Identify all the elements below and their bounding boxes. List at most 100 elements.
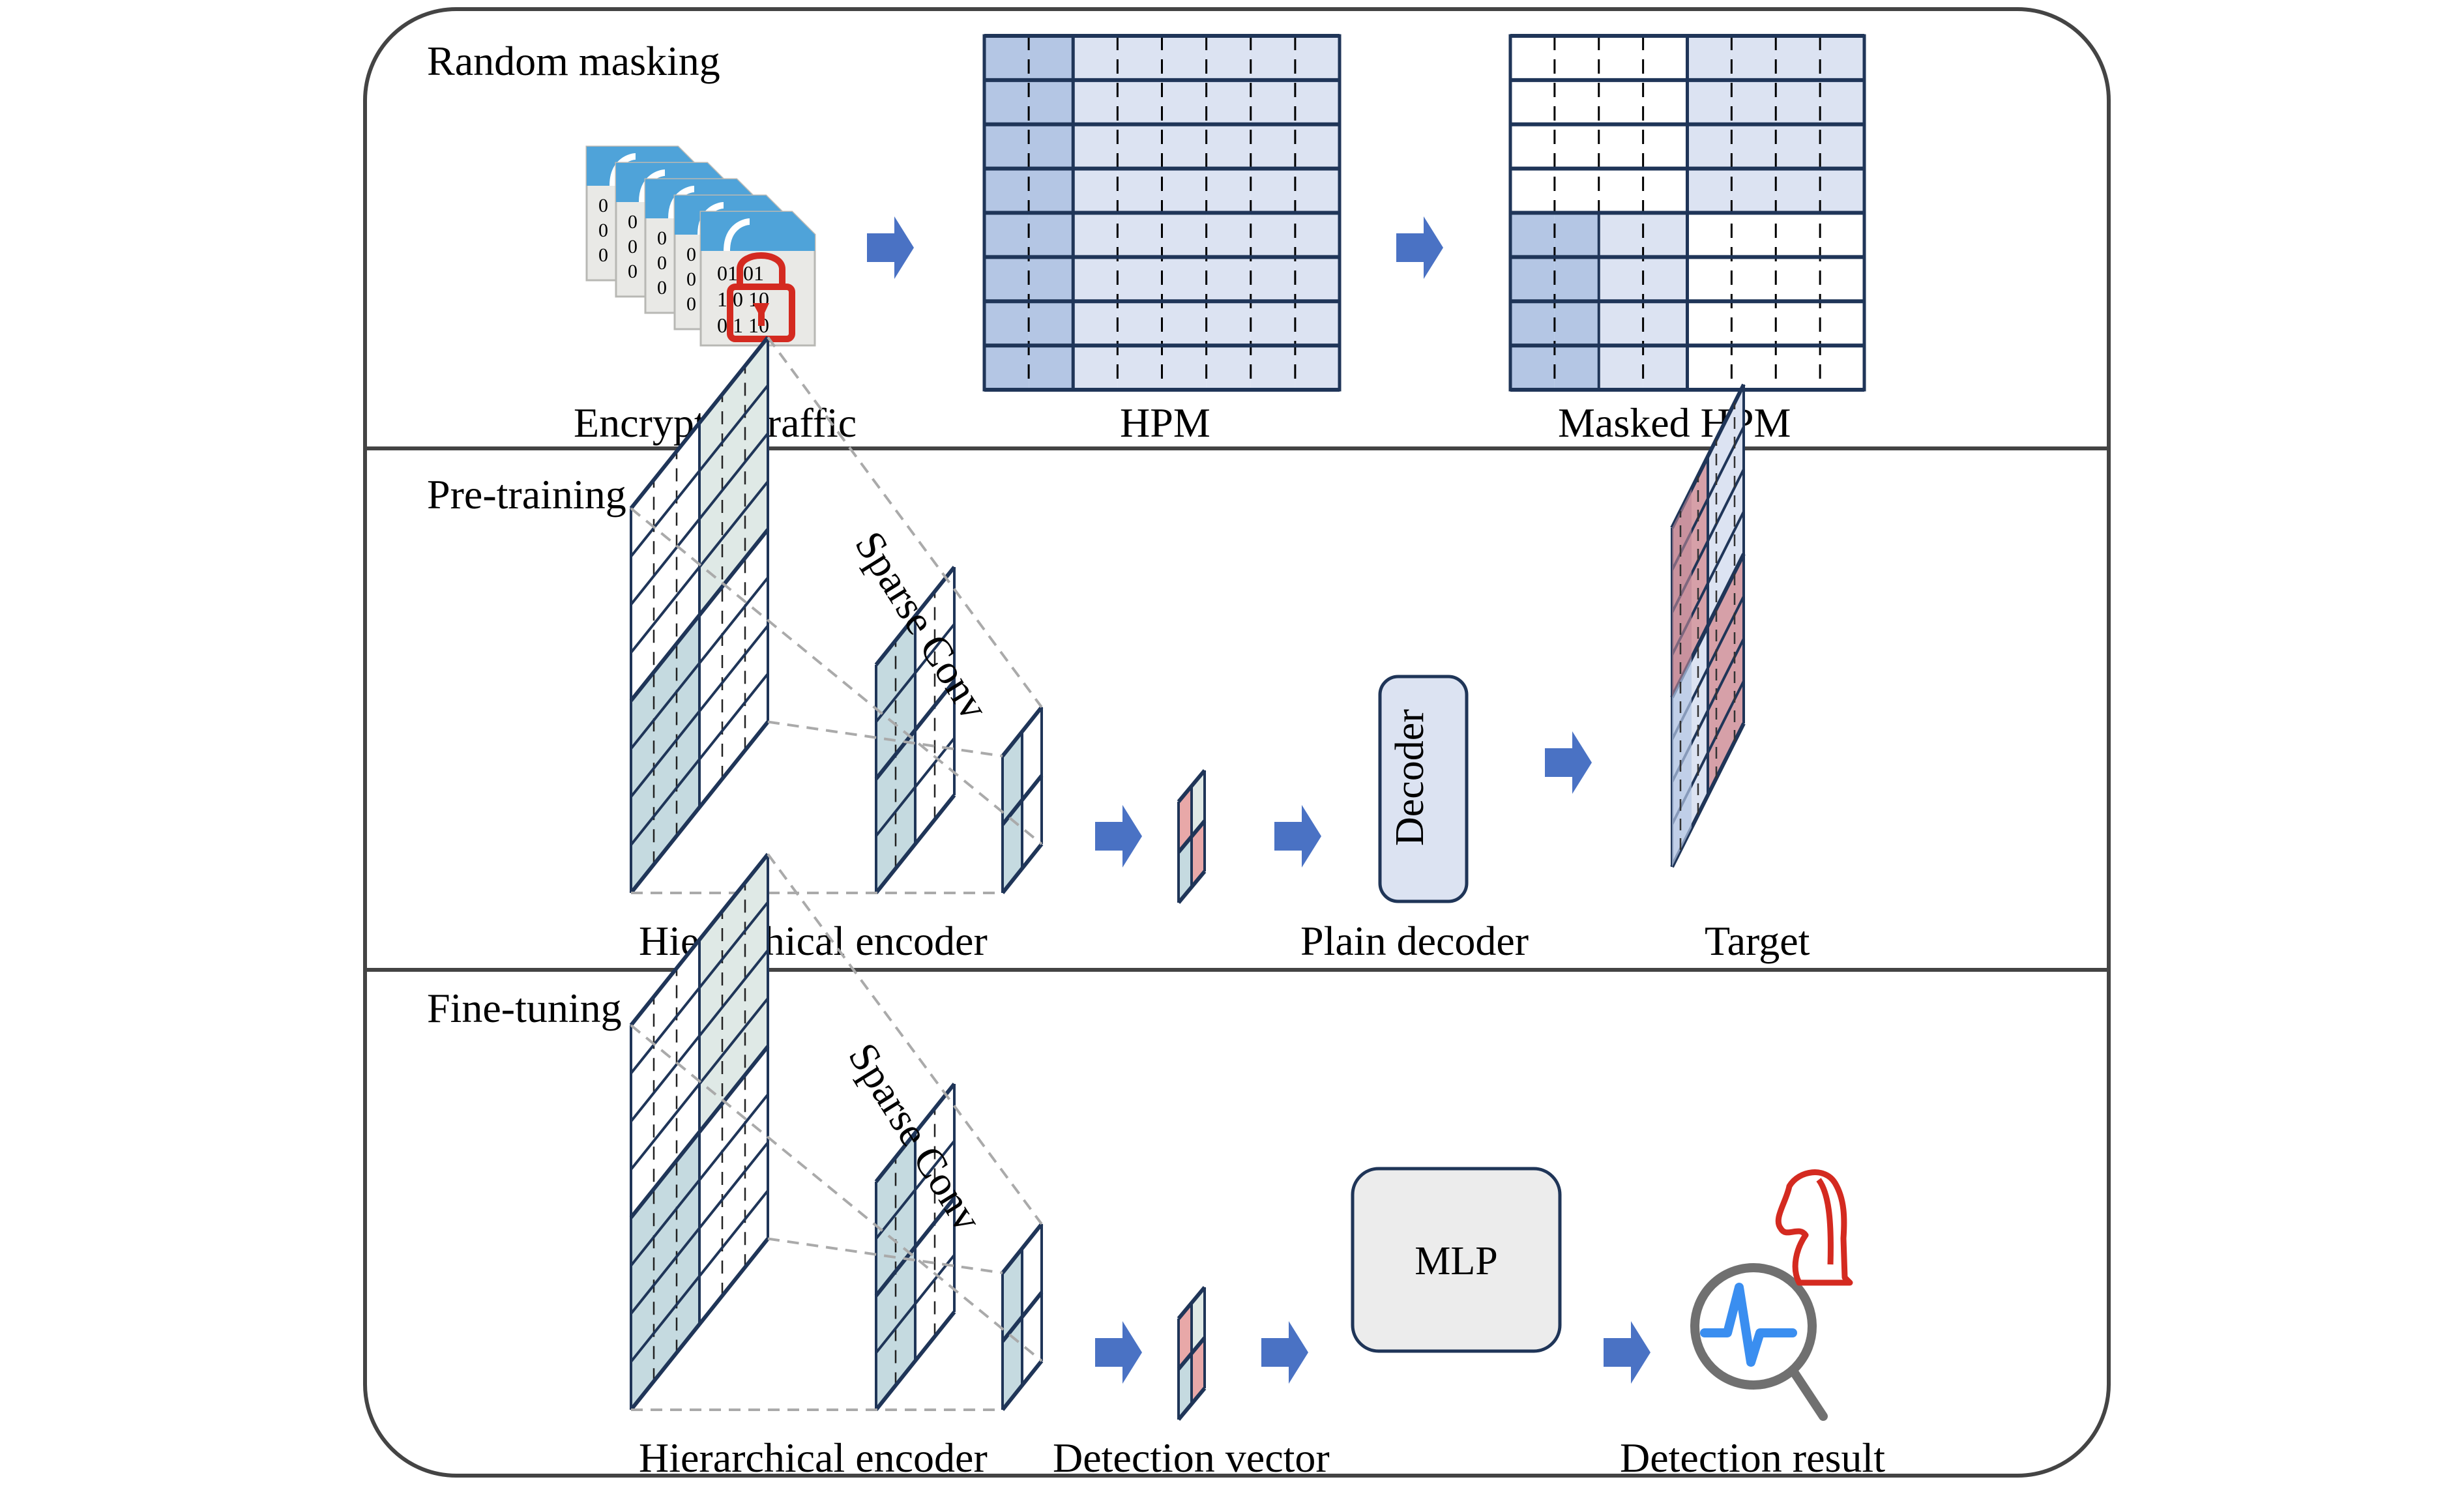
projection-line: [767, 1237, 1003, 1274]
row-line: [630, 997, 769, 1171]
matrix-cell: [699, 1046, 768, 1180]
mlp-box[interactable]: [1351, 1167, 1562, 1353]
masked-hpm-matrix: [1508, 34, 1866, 392]
matrix-cell: [1206, 80, 1251, 124]
row-line: [1177, 1286, 1207, 1320]
row-line: [630, 577, 769, 750]
matrix-cell: [1179, 1303, 1192, 1369]
row-line: [874, 794, 956, 894]
matrix-cell: [1708, 596, 1744, 710]
matrix-cell: [1029, 80, 1074, 124]
arrow-shape: [1261, 1321, 1308, 1384]
row-line: [1001, 1223, 1044, 1274]
matrix-cell: [699, 673, 768, 808]
matrix-cell: [1022, 1292, 1042, 1386]
matrix-cell: [1162, 212, 1207, 257]
lock-shackle-icon: [737, 252, 785, 287]
matrix-cell: [1820, 345, 1864, 390]
arrow-icon: [1396, 216, 1443, 279]
matrix-cell: [1510, 301, 1555, 346]
matrix-cell: [1029, 345, 1074, 390]
row-line: [1001, 843, 1044, 894]
matrix-cell: [1687, 301, 1732, 346]
file-curl: [609, 153, 636, 186]
row-line: [874, 1311, 956, 1411]
file-bit: 0: [598, 244, 608, 266]
matrix-cell: [1073, 168, 1118, 213]
matrix-cell: [699, 998, 768, 1132]
matrix-cell: [1731, 212, 1776, 257]
matrix-cell: [1554, 212, 1599, 257]
matrix-cell: [1022, 776, 1042, 869]
detection-result-label: Detection result: [1620, 1435, 1885, 1481]
matrix-cell: [1820, 124, 1864, 169]
row-line: [630, 624, 769, 798]
matrix-cell: [1731, 168, 1776, 213]
matrix-cell: [1295, 345, 1340, 390]
magnifier-lens-icon: [1690, 1263, 1817, 1390]
matrix-cell: [984, 80, 1029, 124]
file-bit: 0: [686, 244, 696, 265]
matrix-cell: [984, 212, 1029, 257]
matrix-cell: [1731, 345, 1776, 390]
row-line: [630, 1141, 769, 1315]
matrix-cell: [1206, 301, 1251, 346]
matrix-cell: [1776, 124, 1821, 169]
matrix-cell: [1295, 257, 1340, 302]
arrow-shape: [1095, 1321, 1142, 1384]
matrix-cell: [1250, 301, 1295, 346]
matrix-cell: [1598, 301, 1643, 346]
mlp-label: MLP: [1415, 1239, 1497, 1283]
matrix-cell: [1295, 212, 1340, 257]
matrix-cell: [1192, 770, 1205, 837]
matrix-cell: [915, 1198, 954, 1304]
matrix-cell: [1510, 36, 1555, 80]
hpm-label: HPM: [1120, 400, 1210, 446]
matrix-cell: [984, 36, 1029, 80]
matrix-cell: [1029, 36, 1074, 80]
matrix-cell: [1643, 80, 1688, 124]
matrix-cell: [984, 301, 1029, 346]
matrix-cell: [1598, 36, 1643, 80]
matrix-cell: [1598, 257, 1643, 302]
section-title-fine-tuning: Fine-tuning: [427, 985, 622, 1031]
matrix-cell: [1643, 301, 1688, 346]
arrow-shape: [1095, 805, 1142, 868]
matrix-cell: [1731, 301, 1776, 346]
matrix-cell: [631, 759, 699, 893]
arrow-icon: [1261, 1321, 1308, 1384]
arrow-icon: [1274, 805, 1321, 868]
row-line: [629, 720, 770, 894]
matrix-cell: [1250, 257, 1295, 302]
matrix-cell: [699, 1143, 768, 1276]
matrix-cell: [1073, 301, 1118, 346]
matrix-cell: [1206, 345, 1251, 390]
matrix-cell: [631, 1084, 699, 1218]
decoder-box[interactable]: [1378, 675, 1469, 903]
matrix-cell: [1162, 124, 1207, 169]
matrix-cell: [1117, 80, 1162, 124]
matrix-border: [982, 34, 1342, 392]
row-line: [629, 1045, 770, 1219]
matrix-cell: [1554, 80, 1599, 124]
matrix-cell: [1731, 80, 1776, 124]
matrix-cell: [1117, 168, 1162, 213]
matrix-cell: [1029, 212, 1074, 257]
row-line: [1670, 383, 1746, 529]
arrow-icon: [1095, 805, 1142, 868]
target-matrix: [1670, 383, 1746, 868]
matrix-cell: [1731, 124, 1776, 169]
matrix-cell: [631, 711, 699, 845]
magnifier-handle-icon: [1789, 1367, 1828, 1421]
matrix-cell: [1510, 80, 1555, 124]
matrix-cell: [699, 854, 768, 988]
matrix-cell: [1206, 257, 1251, 302]
matrix-cell: [1820, 257, 1864, 302]
matrix-cell: [1687, 257, 1732, 302]
row-line: [1177, 769, 1207, 803]
matrix-cell: [1179, 786, 1192, 853]
arrow-icon: [1545, 731, 1592, 794]
matrix-cell: [1687, 345, 1732, 390]
target-label: Target: [1705, 918, 1810, 964]
